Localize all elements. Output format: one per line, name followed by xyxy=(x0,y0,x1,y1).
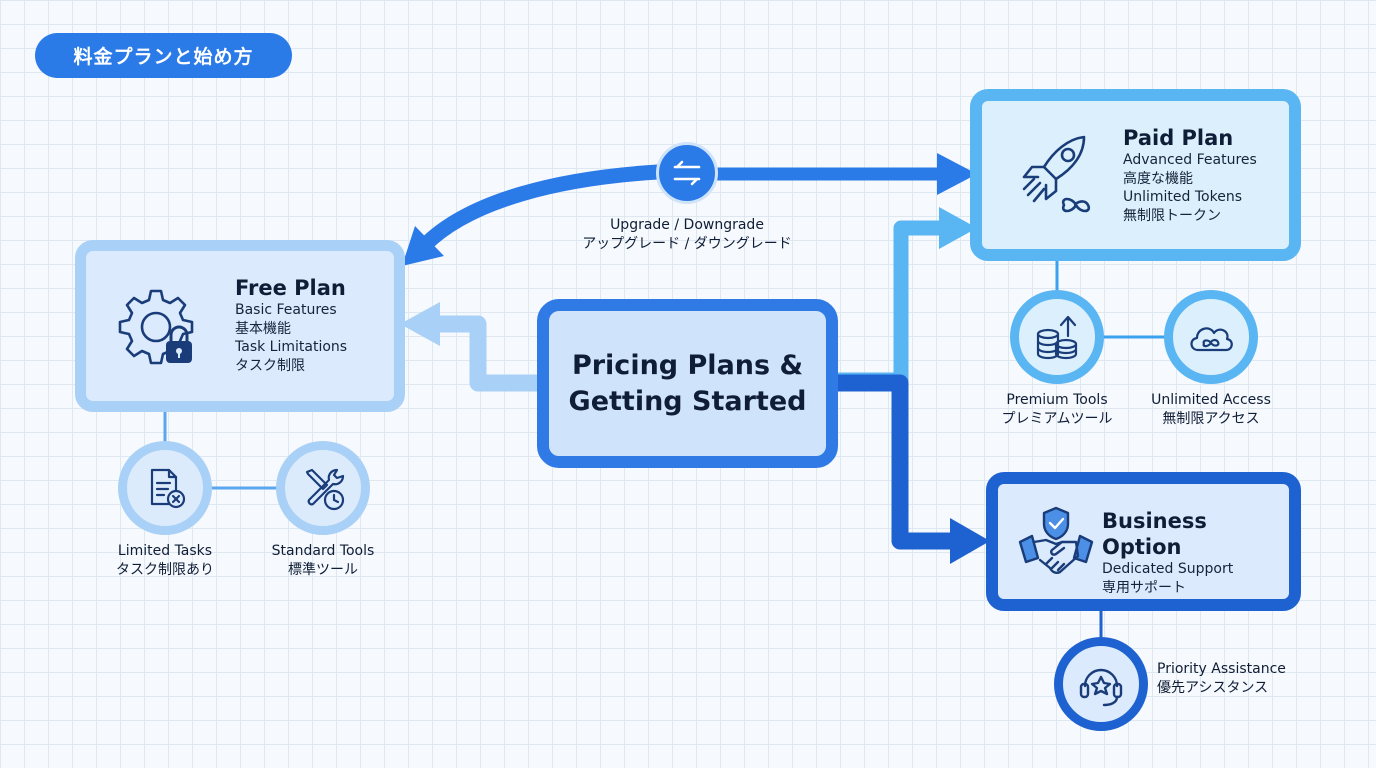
headset-star-icon xyxy=(1079,668,1123,707)
feature-limited-tasks[interactable] xyxy=(118,441,212,535)
business-option-line: Dedicated Support xyxy=(1102,561,1234,577)
paid-plan-line: Advanced Features xyxy=(1123,152,1257,168)
free-plan-line: タスク制限 xyxy=(235,357,305,374)
free-plan-line: Task Limitations xyxy=(235,339,348,355)
feature-priority-assistance[interactable] xyxy=(1054,637,1148,731)
business-option-card[interactable]: Business Option Dedicated Support 専用サポート xyxy=(986,472,1301,611)
feature-label-en: Limited Tasks xyxy=(117,543,213,559)
paid-plan-line: 高度な機能 xyxy=(1123,170,1193,187)
free-plan-title: Free Plan xyxy=(235,276,346,300)
center-title-line: Getting Started xyxy=(568,385,807,417)
feature-label-en: Standard Tools xyxy=(271,543,375,559)
feature-label-ja: 標準ツール xyxy=(288,562,358,578)
feature-label-en: Premium Tools xyxy=(1006,392,1108,408)
tools-clock-icon xyxy=(305,468,345,511)
feature-label-en: Unlimited Access xyxy=(1151,392,1271,408)
feature-priority-assistance-caption: Priority Assistance 優先アシスタンス xyxy=(1157,660,1307,698)
feature-premium-tools-caption: Premium Tools プレミアムツール xyxy=(987,391,1127,429)
feature-unlimited-access[interactable] xyxy=(1164,290,1258,384)
rocket-infinity-icon xyxy=(1012,131,1102,225)
free-plan-line: Basic Features xyxy=(235,302,337,318)
business-option-line: 専用サポート xyxy=(1102,579,1186,596)
paid-plan-title: Paid Plan xyxy=(1123,126,1234,150)
paid-plan-line: Unlimited Tokens xyxy=(1123,189,1242,205)
page-title-pill: 料金プランと始め方 xyxy=(35,33,292,78)
arrowhead-paid xyxy=(939,207,977,249)
page-title: 料金プランと始め方 xyxy=(73,46,254,68)
arrow-center-to-paid xyxy=(838,220,945,388)
business-option-text: Business Option Dedicated Support 専用サポート xyxy=(1102,508,1289,597)
feature-limited-tasks-caption: Limited Tasks タスク制限あり xyxy=(95,542,235,580)
handshake-shield-icon xyxy=(1016,502,1096,586)
arrowhead-switch-left xyxy=(402,226,444,266)
pricing-plans-center-card[interactable]: Pricing Plans & Getting Started xyxy=(537,299,838,468)
cloud-infinity-icon xyxy=(1190,327,1233,352)
switch-label-en: Upgrade / Downgrade xyxy=(610,217,764,233)
free-plan-card[interactable]: Free Plan Basic Features 基本機能 Task Limit… xyxy=(75,240,405,412)
feature-standard-tools[interactable] xyxy=(276,441,370,535)
arrow-switch-left xyxy=(417,164,666,253)
switch-plan-button[interactable] xyxy=(656,142,718,204)
business-option-title: Business Option xyxy=(1102,509,1207,559)
arrowhead-free xyxy=(400,302,440,346)
feature-label-ja: 無制限アクセス xyxy=(1162,411,1260,427)
center-title: Pricing Plans & Getting Started xyxy=(569,348,807,420)
feature-label-ja: タスク制限あり xyxy=(116,562,214,578)
paid-plan-text: Paid Plan Advanced Features 高度な機能 Unlimi… xyxy=(1123,125,1257,225)
feature-standard-tools-caption: Standard Tools 標準ツール xyxy=(253,542,393,580)
paid-plan-line: 無制限トークン xyxy=(1123,207,1221,224)
switch-caption: Upgrade / Downgrade アップグレード / ダウングレード xyxy=(579,216,795,254)
coins-arrow-icon xyxy=(1036,315,1078,360)
feature-label-ja: 優先アシスタンス xyxy=(1157,680,1269,696)
arrow-center-to-free xyxy=(430,315,537,392)
gear-lock-icon xyxy=(114,285,200,375)
free-plan-line: 基本機能 xyxy=(235,320,291,337)
arrowhead-business xyxy=(950,518,990,564)
paid-plan-card[interactable]: Paid Plan Advanced Features 高度な機能 Unlimi… xyxy=(970,89,1301,261)
feature-unlimited-access-caption: Unlimited Access 無制限アクセス xyxy=(1141,391,1281,429)
feature-label-ja: プレミアムツール xyxy=(1001,411,1113,427)
arrow-center-to-business xyxy=(838,374,955,550)
arrowhead-switch-right xyxy=(937,153,977,195)
free-plan-text: Free Plan Basic Features 基本機能 Task Limit… xyxy=(235,275,347,375)
document-x-icon xyxy=(150,468,186,509)
feature-premium-tools[interactable] xyxy=(1010,290,1104,384)
feature-label-en: Priority Assistance xyxy=(1157,661,1286,677)
center-title-line: Pricing Plans & xyxy=(571,349,804,381)
swap-arrows-icon xyxy=(673,160,701,186)
switch-label-ja: アップグレード / ダウングレード xyxy=(582,236,792,252)
